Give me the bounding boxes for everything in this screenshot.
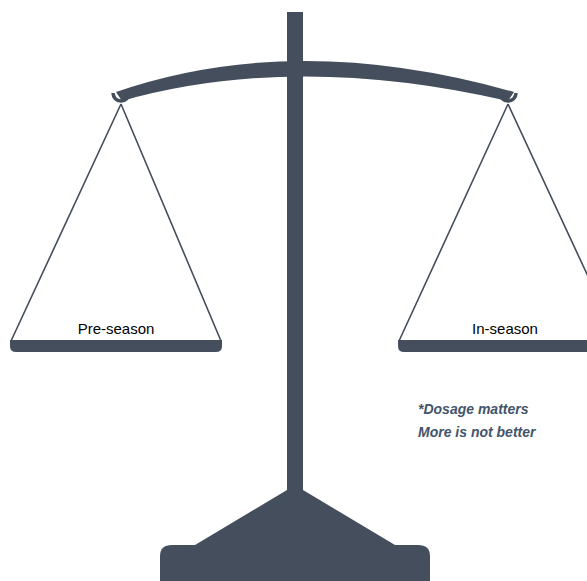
scale-post bbox=[287, 12, 303, 552]
scale-pan: Pre-season bbox=[10, 312, 222, 340]
pan-string bbox=[11, 104, 221, 341]
scale-base-flare bbox=[287, 490, 395, 545]
scale-hook bbox=[500, 93, 516, 101]
pan-base bbox=[398, 340, 587, 352]
scale-beam bbox=[116, 61, 514, 101]
pan-string bbox=[399, 104, 587, 341]
scale-hook bbox=[113, 93, 129, 101]
scale-base-flare bbox=[195, 490, 303, 545]
pan-label: Pre-season bbox=[78, 320, 155, 340]
scale-base bbox=[160, 545, 430, 581]
pan-label: In-season bbox=[472, 320, 538, 340]
note-text: *Dosage matters More is not better bbox=[418, 398, 550, 444]
pan-base bbox=[10, 340, 222, 352]
scale-pan: In-season bbox=[398, 312, 587, 340]
